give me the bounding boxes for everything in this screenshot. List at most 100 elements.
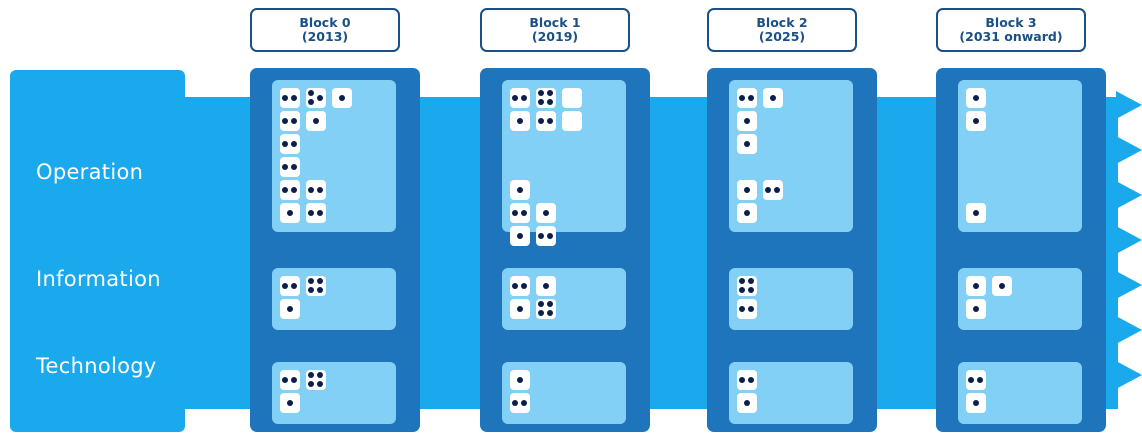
module-chip — [280, 203, 300, 223]
module-chip — [737, 134, 757, 154]
module-chip — [510, 180, 530, 200]
module-dot — [739, 306, 745, 312]
module-chip — [536, 111, 556, 131]
module-dot — [547, 233, 553, 239]
module-dot — [282, 141, 288, 147]
module-chip — [280, 88, 300, 108]
module-dot — [538, 301, 544, 307]
arrow-tip-7 — [1116, 361, 1142, 389]
module-dot — [739, 95, 745, 101]
module-dot — [313, 118, 319, 124]
module-chip — [737, 88, 757, 108]
block-2-information-cell — [729, 268, 853, 330]
module-chip — [510, 88, 530, 108]
block-1-operation-cell — [502, 80, 626, 246]
module-dot — [521, 400, 527, 406]
module-dot — [282, 95, 288, 101]
block-1-information-cell — [502, 268, 626, 330]
module-dot — [282, 283, 288, 289]
module-dot — [521, 95, 527, 101]
module-dot — [291, 95, 297, 101]
module-dot — [999, 283, 1005, 289]
module-dot — [317, 381, 323, 387]
module-dot — [291, 141, 297, 147]
module-chip — [562, 111, 582, 131]
module-dot — [291, 118, 297, 124]
module-dot — [543, 210, 549, 216]
module-chip — [510, 226, 530, 246]
block-3-information-cell — [958, 268, 1082, 330]
module-dot — [770, 95, 776, 101]
module-chip — [966, 111, 986, 131]
module-chip — [510, 111, 530, 131]
block-1-header: Block 1 (2019) — [480, 8, 630, 52]
module-dot — [748, 377, 754, 383]
block-2-year: (2025) — [758, 29, 806, 44]
module-chip — [510, 203, 530, 223]
module-dot — [308, 287, 314, 293]
module-dot — [973, 210, 979, 216]
row-label-operation: Operation — [36, 160, 144, 184]
module-dot — [521, 283, 527, 289]
module-chip — [966, 370, 986, 390]
module-dot — [287, 400, 293, 406]
module-dot — [339, 95, 345, 101]
module-dot — [744, 210, 750, 216]
module-chip — [536, 88, 556, 108]
module-chip — [306, 276, 326, 296]
block-1-column — [480, 68, 650, 432]
module-chip — [737, 203, 757, 223]
block-3-year: (2031 onward) — [959, 29, 1063, 44]
module-chip — [510, 299, 530, 319]
block-1-technology-cell — [502, 362, 626, 424]
block-0-information-cell — [272, 268, 396, 330]
module-chip — [966, 276, 986, 296]
module-chip — [737, 370, 757, 390]
module-chip — [510, 393, 530, 413]
module-chip — [966, 203, 986, 223]
arrow-tip-4 — [1116, 226, 1142, 254]
module-dot — [748, 95, 754, 101]
module-dot — [517, 118, 523, 124]
module-dot — [739, 278, 745, 284]
module-chip — [737, 299, 757, 319]
module-dot — [517, 306, 523, 312]
module-dot — [547, 310, 553, 316]
row-label-technology: Technology — [36, 354, 157, 378]
block-3-technology-cell — [958, 362, 1082, 424]
module-chip — [536, 276, 556, 296]
module-dot — [282, 187, 288, 193]
module-chip — [306, 180, 326, 200]
module-dot — [538, 118, 544, 124]
module-dot — [744, 187, 750, 193]
module-dot — [538, 90, 544, 96]
module-chip — [763, 180, 783, 200]
block-0-header: Block 0 (2013) — [250, 8, 400, 52]
module-dot — [543, 283, 549, 289]
arrow-tip-1 — [1116, 91, 1142, 119]
module-dot — [287, 210, 293, 216]
module-chip — [562, 88, 582, 108]
module-chip — [332, 88, 352, 108]
module-chip — [536, 226, 556, 246]
block-3-title: Block 3 — [985, 15, 1037, 30]
module-chip — [536, 299, 556, 319]
module-chip — [737, 111, 757, 131]
module-chip — [306, 88, 326, 108]
module-dot — [973, 283, 979, 289]
module-chip — [280, 276, 300, 296]
module-dot — [538, 99, 544, 105]
module-chip — [280, 180, 300, 200]
module-dot — [282, 164, 288, 170]
module-chip — [536, 203, 556, 223]
module-dot — [517, 187, 523, 193]
module-chip — [510, 276, 530, 296]
module-dot — [317, 187, 323, 193]
module-dot — [317, 287, 323, 293]
module-dot — [308, 90, 314, 96]
module-dot — [538, 233, 544, 239]
module-dot — [774, 187, 780, 193]
module-dot — [512, 210, 518, 216]
module-dot — [282, 377, 288, 383]
